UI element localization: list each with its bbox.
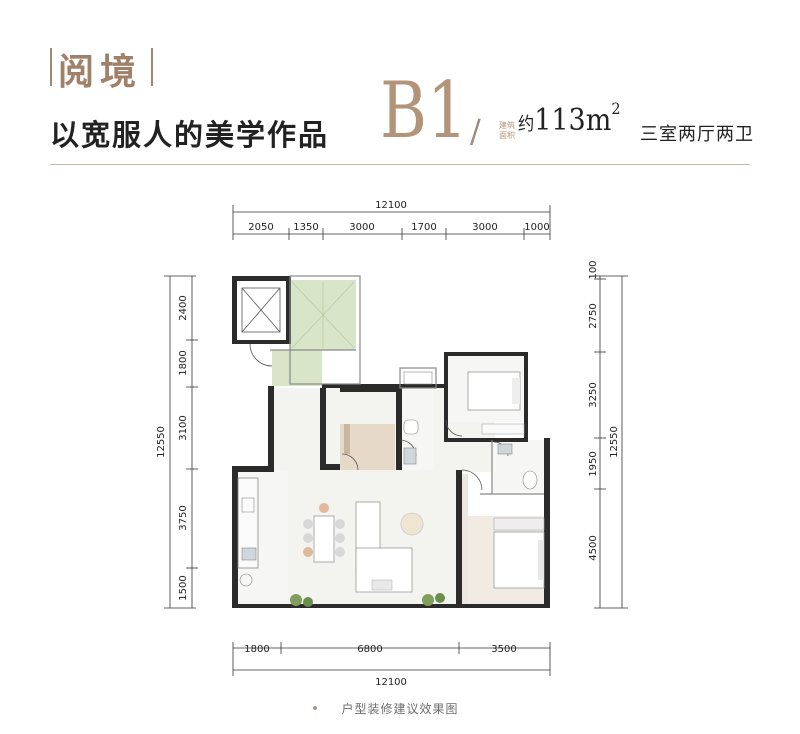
header: 阅境 以宽服人的美学作品 B1 / 建筑面积 约113m2 三室两厅两卫	[0, 0, 800, 180]
partitions	[270, 275, 544, 495]
dim-top-total: 12100	[375, 200, 407, 211]
dim-top-seg-1: 2050	[248, 222, 273, 233]
dimension-lines	[164, 205, 628, 676]
unit-code: B1	[380, 66, 468, 156]
separator: /	[470, 112, 481, 150]
dim-left-seg-4: 3750	[178, 505, 189, 530]
dim-right-seg-4: 1950	[588, 451, 599, 476]
dimension-labels: 12100 2050 1350 3000 1700 3000 1000 1800…	[156, 200, 620, 688]
furniture	[237, 371, 545, 607]
brand-name: 阅境	[58, 51, 143, 93]
dim-left-total: 12550	[156, 426, 167, 458]
dim-bottom-seg-1: 1800	[244, 644, 269, 655]
dim-bottom-total: 12100	[375, 677, 407, 688]
elevator	[241, 287, 281, 333]
layout-name: 三室两厅两卫	[640, 124, 754, 145]
dim-top-seg-3: 3000	[349, 222, 374, 233]
dim-top-seg-6: 1000	[524, 222, 549, 233]
header-divider	[50, 164, 750, 165]
area-unit-sup: 2	[611, 99, 621, 118]
dim-right-seg-5: 4500	[588, 535, 599, 560]
dim-top-seg-4: 1700	[411, 222, 436, 233]
walls	[232, 276, 550, 608]
balcony-pattern	[291, 281, 355, 349]
dim-left-seg-1: 2400	[178, 295, 189, 320]
dim-bottom-seg-3: 3500	[491, 644, 516, 655]
brand-bar-left	[50, 48, 52, 86]
dim-right-seg-3: 3250	[588, 382, 599, 407]
dim-right-total: 12550	[609, 426, 620, 458]
dim-left-seg-3: 3100	[178, 415, 189, 440]
dim-left-seg-2: 1800	[178, 350, 189, 375]
caption-dot	[313, 706, 317, 710]
dim-right-seg-1: 100	[588, 260, 599, 279]
dim-top-seg-5: 3000	[472, 222, 497, 233]
dim-right-seg-2: 2750	[588, 303, 599, 328]
dim-top-seg-2: 1350	[293, 222, 318, 233]
dim-bottom-seg-2: 6800	[357, 644, 382, 655]
brand-bar-right	[151, 48, 153, 86]
dim-left-seg-5: 1500	[178, 575, 189, 600]
area-prefix: 约	[518, 114, 535, 135]
slogan: 以宽服人的美学作品	[50, 118, 330, 152]
area-label: 建筑面积	[499, 121, 515, 140]
area-value: 约113m2	[518, 99, 621, 138]
caption: 户型装修建议效果图	[341, 702, 459, 716]
area-number: 113m	[534, 103, 612, 138]
